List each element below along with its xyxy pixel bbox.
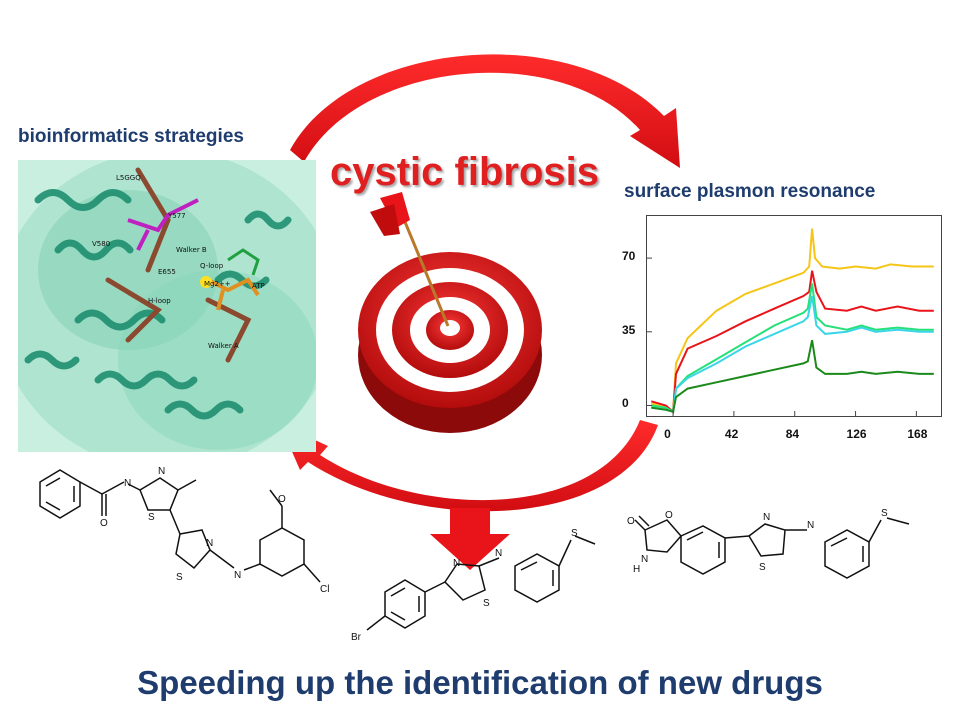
atom-label: N [124, 478, 131, 489]
atom-label: N [206, 538, 213, 549]
molecule-2: N N S S Br [351, 528, 596, 643]
atom-label: N [234, 570, 241, 581]
title-cystic-fibrosis: cystic fibrosis [330, 150, 600, 194]
atom-label: Br [351, 632, 362, 643]
spr-chart [647, 228, 934, 416]
spr-series-line-2 [651, 270, 934, 414]
protein-label: L5GGQ [116, 174, 141, 182]
y-tick-label: 0 [622, 396, 629, 411]
molecule-1: N N S O N S N O Cl [39, 466, 329, 595]
down-arrow [430, 508, 510, 570]
atom-label: O [100, 518, 108, 529]
atom-label: N [641, 554, 648, 565]
spr-chart-plot-area [646, 215, 942, 417]
protein-label: Walker B [176, 246, 207, 254]
atom-label: S [881, 508, 888, 519]
atom-label: H [633, 564, 640, 575]
x-tick-label: 0 [664, 427, 671, 441]
x-tick-label: 126 [846, 427, 867, 441]
atom-label: S [571, 528, 578, 539]
label-spr: surface plasmon resonance [624, 181, 876, 202]
y-tick-label: 35 [622, 322, 636, 337]
protein-label: Mg2++ [204, 280, 231, 288]
spr-series-line-1 [651, 228, 934, 414]
protein-label: E655 [158, 268, 176, 276]
atom-label: N [495, 548, 502, 559]
molecule-3: O O N H N S N S [627, 508, 910, 579]
atom-label: S [148, 512, 155, 523]
protein-label: ATP [252, 282, 265, 290]
atom-label: O [627, 516, 635, 527]
protein-label: V580 [92, 240, 110, 248]
atom-label: N [807, 520, 814, 531]
y-tick-label: 70 [622, 249, 636, 264]
top-arc-arrow [290, 54, 680, 168]
x-tick-label: 168 [907, 427, 928, 441]
protein-structure-image: L5GGQ Y577 V580 Walker B Q-loop Mg2++ AT… [18, 160, 316, 452]
target-dartboard [358, 192, 542, 433]
protein-label: Walker A [208, 342, 239, 350]
atom-label: N [158, 466, 165, 477]
dart-icon [370, 192, 450, 327]
bottom-arc-arrow [280, 420, 658, 512]
atom-label: S [759, 562, 766, 573]
spr-series-line-5 [651, 340, 934, 414]
x-tick-label: 42 [724, 427, 739, 441]
spr-series-line-4 [651, 295, 934, 414]
atom-label: N [453, 558, 460, 569]
atom-label: O [278, 494, 286, 505]
atom-label: Cl [320, 584, 329, 595]
protein-label: Y577 [167, 212, 186, 220]
atom-label: S [176, 572, 183, 583]
atom-label: O [665, 510, 673, 521]
spr-series-line-3 [651, 283, 934, 414]
protein-label: Q-loop [200, 262, 224, 270]
atom-label: N [763, 512, 770, 523]
atom-label: S [483, 598, 490, 609]
x-tick-label: 84 [785, 427, 800, 441]
protein-ribbon-illustration: L5GGQ Y577 V580 Walker B Q-loop Mg2++ AT… [18, 160, 316, 452]
label-bioinformatics: bioinformatics strategies [18, 126, 244, 147]
protein-label: H-loop [148, 297, 171, 305]
bottom-title: Speeding up the identification of new dr… [137, 664, 823, 701]
